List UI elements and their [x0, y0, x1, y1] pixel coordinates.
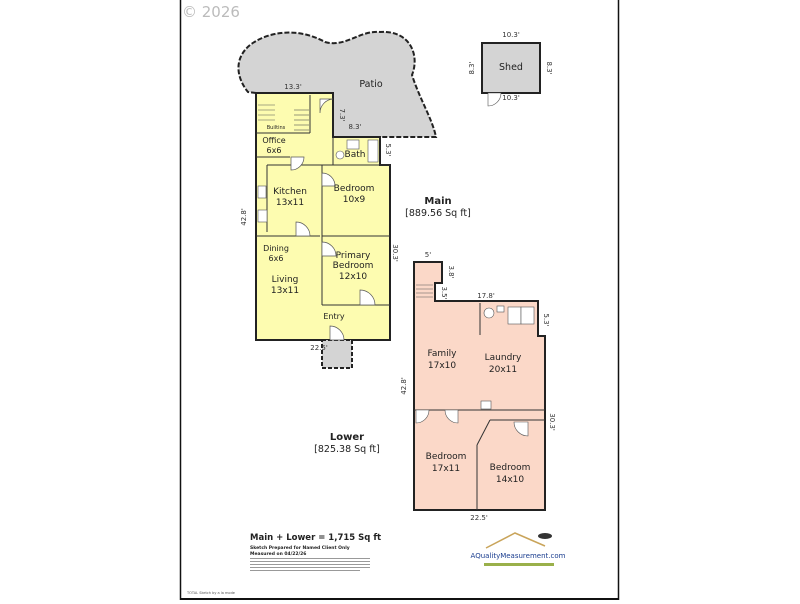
logo-text: AQualityMeasurement.com [471, 552, 566, 560]
door-swing-icons [290, 98, 376, 341]
disclaimer-text-block [250, 558, 370, 571]
lower-top-dim: 5' [425, 251, 431, 259]
bedroom-label: Bedroom [334, 184, 375, 194]
main-right-dim: 30.3' [391, 244, 399, 262]
kitchen-label: Kitchen [273, 187, 307, 197]
lower-bedroom2-label: Bedroom [490, 463, 531, 473]
shed-outline [481, 42, 541, 94]
bath-label: Bath [345, 150, 366, 160]
main-stairs-icon [258, 104, 309, 131]
dining-size: 6x6 [269, 254, 284, 263]
builtins-label: Builtins [267, 125, 286, 131]
living-size: 13x11 [271, 286, 299, 296]
total-area: Main + Lower = 1,715 Sq ft [250, 533, 381, 543]
office-label: Office [262, 136, 285, 145]
shed-label: Shed [499, 62, 523, 73]
kitchen-appliances-icon [257, 185, 268, 223]
lower-stair-dim: 3.5' [440, 286, 448, 299]
laundry-size: 20x11 [489, 365, 517, 375]
main-bottom-dim: 22.5' [310, 344, 328, 352]
primary-bedroom-label2: Bedroom [333, 261, 374, 271]
lower-bedroom1-size: 17x11 [432, 464, 460, 474]
kitchen-size: 13x11 [276, 198, 304, 208]
lower-step-dim: 3.8' [447, 265, 455, 278]
main-area: [889.56 Sq ft] [405, 208, 471, 219]
lower-right-dim: 30.3' [548, 413, 556, 431]
lower-area: [825.38 Sq ft] [314, 444, 380, 455]
main-title: Main [424, 196, 451, 207]
bath-dim: 5.3' [384, 143, 392, 156]
lower-bottom-dim: 22.5' [470, 514, 488, 522]
copyright-watermark: © 2026 [182, 3, 240, 21]
lower-title: Lower [330, 432, 364, 443]
shed-door-icon [487, 92, 502, 107]
primary-bedroom-label: Primary [336, 251, 371, 261]
entry-stoop [321, 339, 353, 369]
bath-fixtures-icon [335, 139, 379, 163]
lower-bedroom2-size: 14x10 [496, 475, 525, 485]
family-label: Family [428, 349, 458, 359]
lower-upper-dim: 17.8' [477, 292, 495, 300]
office-size: 6x6 [267, 146, 282, 155]
shed-top-dim: 10.3' [502, 31, 520, 39]
lower-left-dim: 42.8' [400, 377, 408, 395]
main-left-dim: 42.8' [240, 208, 248, 226]
measured-date: Measured on 04/22/26 [250, 551, 306, 557]
prepared-note: Sketch Prepared for Named Client Only [250, 545, 350, 551]
laundry-fixtures-icon [480, 305, 535, 410]
patio-width2-dim: 8.3' [348, 123, 361, 131]
patio-depth-dim: 7.3' [338, 108, 346, 121]
living-label: Living [272, 275, 299, 285]
software-credit: TOTAL Sketch by a la mode [186, 591, 235, 595]
shed-left-dim: 8.3' [468, 61, 476, 74]
dining-label: Dining [263, 244, 289, 253]
company-logo: AQualityMeasurement.com [471, 532, 566, 566]
family-size: 17x10 [428, 361, 457, 371]
shed-right-dim: 8.3' [545, 61, 553, 74]
bedroom-size: 10x9 [343, 195, 366, 205]
laundry-label: Laundry [485, 353, 522, 363]
shed-bottom-dim: 10.3' [502, 94, 520, 102]
lower-right-step-dim: 5.3' [542, 313, 550, 326]
entry-label: Entry [323, 312, 345, 321]
patio-area [237, 30, 438, 138]
primary-bedroom-size: 12x10 [339, 272, 368, 282]
lower-door-icons [415, 409, 529, 437]
patio-label: Patio [359, 79, 382, 90]
lower-interior-walls [414, 303, 545, 510]
patio-width-dim: 13.3' [284, 83, 302, 91]
lower-stairs-icon [416, 284, 433, 298]
lower-bedroom1-label: Bedroom [426, 452, 467, 462]
